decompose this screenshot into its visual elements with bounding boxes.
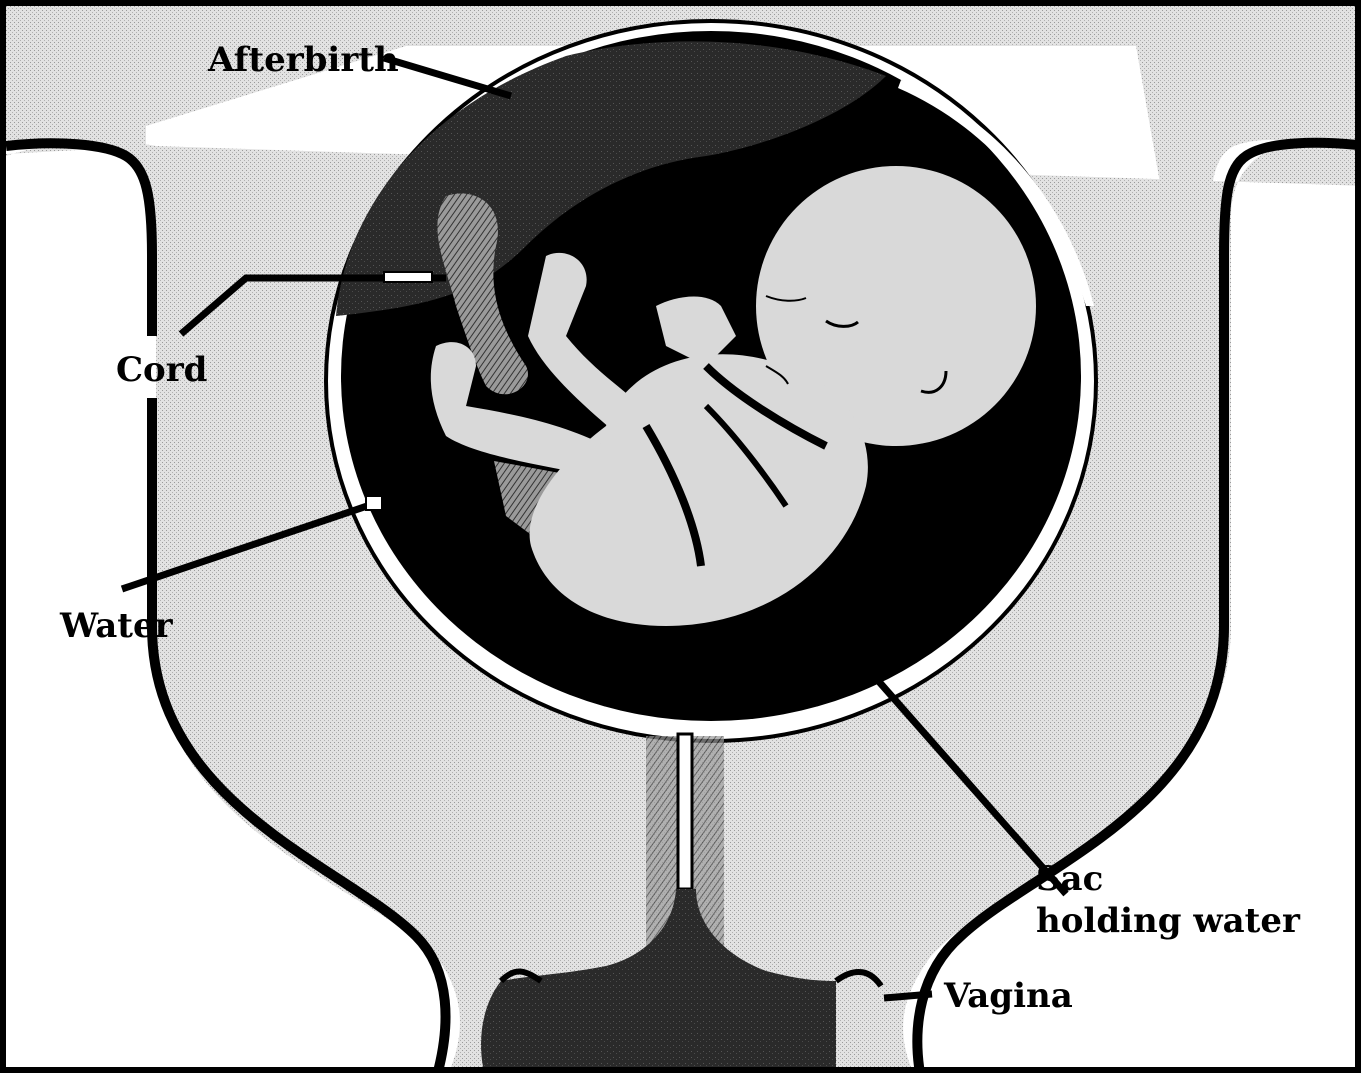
label-cord: Cord [116,350,207,390]
label-vagina: Vagina [944,976,1073,1016]
uterus-outline-left [6,143,152,336]
water-leader-tip [366,496,382,510]
label-sac-holding-water: Sac holding water [1036,858,1300,942]
cervix-canal [678,734,692,889]
vagina-leader [884,994,932,998]
cord-leader-tip [384,272,432,282]
label-water: Water [60,606,173,646]
label-afterbirth: Afterbirth [208,40,399,80]
afterbirth-leader [384,58,511,96]
label-sac-line1: Sac [1036,858,1300,900]
label-sac-line2: holding water [1036,900,1300,942]
